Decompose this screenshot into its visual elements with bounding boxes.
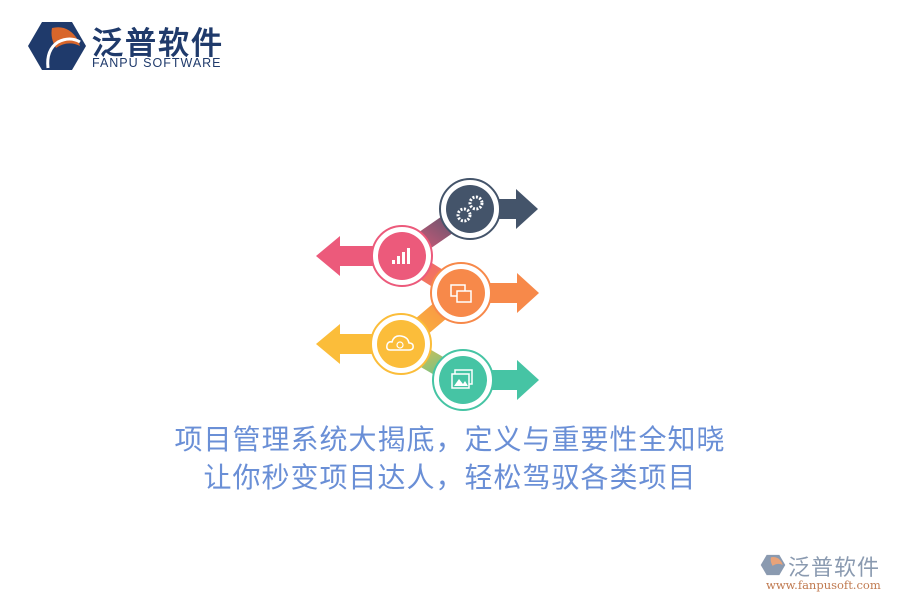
headline-line-1: 项目管理系统大揭底，定义与重要性全知晓: [174, 423, 726, 456]
cloud-sync-icon: [370, 313, 432, 375]
screen-share-icon: [430, 262, 492, 324]
fanpu-watermark-icon: [760, 554, 786, 576]
gears-icon: [439, 178, 501, 240]
image-gallery-icon: [432, 349, 494, 411]
brand-name-cn: 泛普软件: [92, 26, 224, 62]
watermark-name-cn: 泛普软件: [788, 556, 881, 581]
brand-name-en: FANPU SOFTWARE: [92, 56, 222, 70]
fanpu-logo-icon: [28, 22, 86, 70]
bar-chart-icon: [371, 225, 433, 287]
watermark-url: www.fanpusoft.com: [766, 578, 881, 592]
brand-logo: 泛普软件 FANPU SOFTWARE: [28, 16, 248, 76]
watermark: 泛普软件 www.fanpusoft.com: [760, 552, 900, 596]
headline-line-2: 让你秒变项目达人，轻松驾驭各类项目: [203, 461, 697, 494]
